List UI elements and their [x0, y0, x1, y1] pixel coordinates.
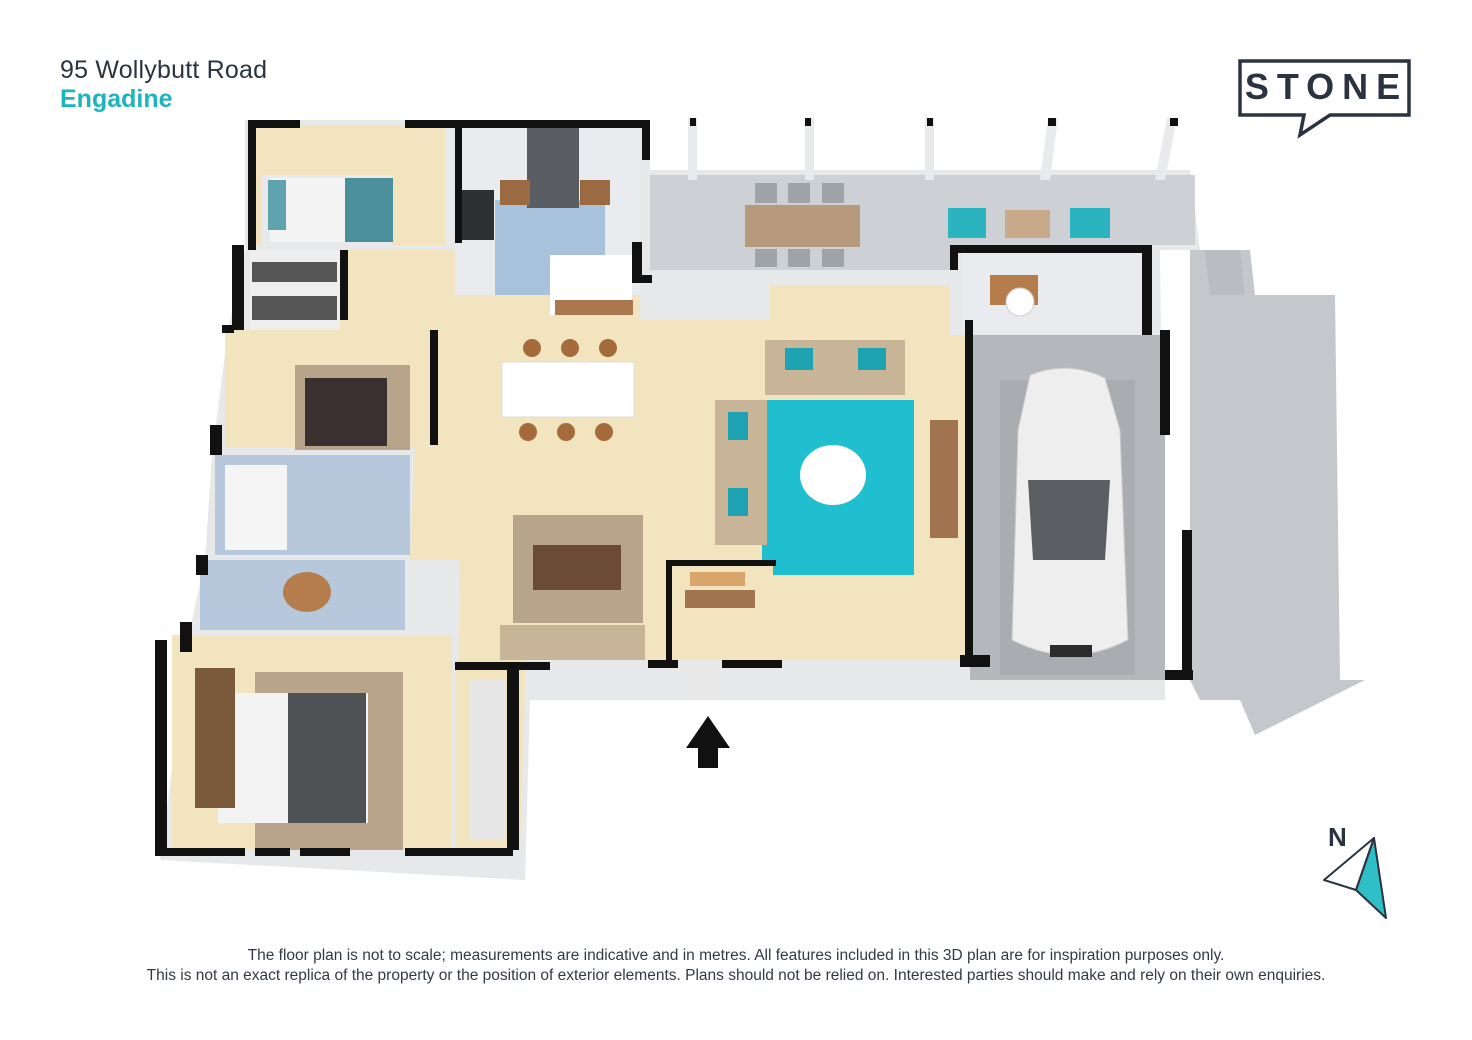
compass-arrow-icon — [1323, 837, 1387, 919]
laundry — [962, 250, 1142, 330]
dining-area — [501, 339, 635, 441]
disclaimer-line-1: The floor plan is not to scale; measurem… — [247, 947, 1225, 964]
disclaimer: The floor plan is not to scale; measurem… — [0, 946, 1472, 986]
stone-logo: STONE — [1238, 59, 1413, 139]
suburb-name: Engadine — [60, 85, 173, 113]
driveway-paving — [1190, 250, 1365, 735]
alfresco-patio — [650, 118, 1195, 270]
entry-hall — [668, 565, 773, 700]
street-address: 95 Wollybutt Road — [60, 56, 268, 84]
kitchen — [455, 125, 640, 315]
disclaimer-line-2: This is not an exact replica of the prop… — [146, 967, 1326, 984]
family-room — [500, 515, 645, 660]
logo-wordmark: STONE — [1244, 66, 1409, 107]
bedroom-1 — [250, 125, 445, 330]
ensuite — [200, 560, 405, 630]
garage — [970, 335, 1165, 680]
address-block: 95 Wollybutt Road Engadine — [60, 56, 267, 114]
logo-frame — [1238, 59, 1411, 139]
master-bedroom — [172, 635, 505, 850]
bathroom — [215, 455, 410, 555]
entry-arrow-icon — [686, 716, 730, 768]
north-compass: N — [1318, 822, 1398, 919]
floor-plan-3d — [155, 118, 1365, 880]
walls — [155, 120, 1193, 856]
living-room — [715, 340, 958, 575]
north-letter: N — [1328, 822, 1347, 852]
bedroom-2 — [225, 330, 435, 450]
